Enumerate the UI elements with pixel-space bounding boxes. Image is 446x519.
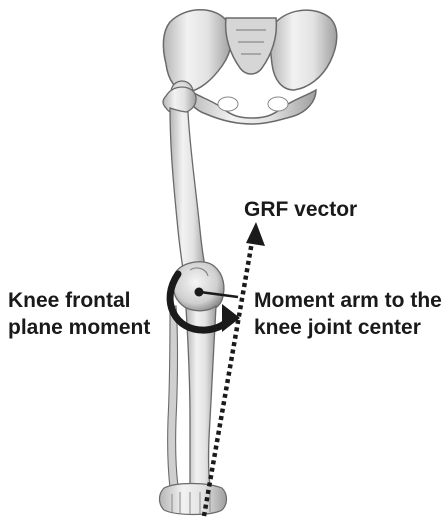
- knee-moment-label: Knee frontal plane moment: [8, 287, 150, 341]
- knee-joint-center-marker: [195, 288, 204, 297]
- tibia-fibula: [168, 306, 216, 488]
- knee-moment-text-line2: plane moment: [8, 314, 150, 341]
- moment-arm-text-line2: knee joint center: [254, 314, 442, 341]
- grf-vector-text: GRF vector: [244, 196, 357, 223]
- knee-joint: [173, 262, 224, 313]
- foot: [160, 484, 227, 515]
- moment-arm-label: Moment arm to the knee joint center: [254, 287, 442, 341]
- grf-vector-arrowhead: [246, 222, 265, 246]
- knee-moment-text-line1: Knee frontal: [8, 287, 150, 314]
- moment-arm-text-line1: Moment arm to the: [254, 287, 442, 314]
- grf-vector-label: GRF vector: [244, 196, 357, 223]
- femur: [163, 87, 206, 276]
